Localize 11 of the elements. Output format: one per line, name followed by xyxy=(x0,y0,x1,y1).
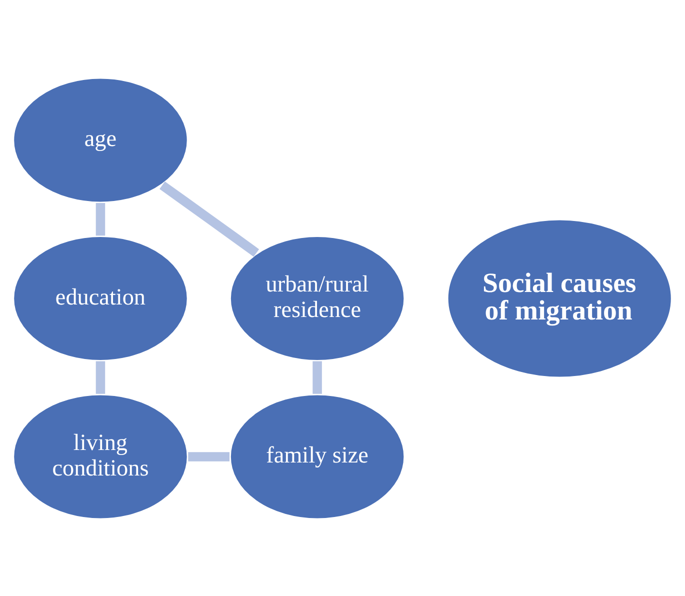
connector xyxy=(96,360,106,394)
node-ellipse: education xyxy=(12,234,190,362)
node-ellipse: age xyxy=(12,76,190,204)
node-ellipse: urban/rural residence xyxy=(228,234,406,362)
node-ellipse: family size xyxy=(228,392,406,520)
connector xyxy=(160,180,260,256)
connector xyxy=(96,202,106,236)
connector xyxy=(188,452,230,461)
connector xyxy=(312,360,322,394)
node-ellipse: living conditions xyxy=(12,392,190,520)
node-ellipse: Social causes of migration xyxy=(446,217,674,379)
